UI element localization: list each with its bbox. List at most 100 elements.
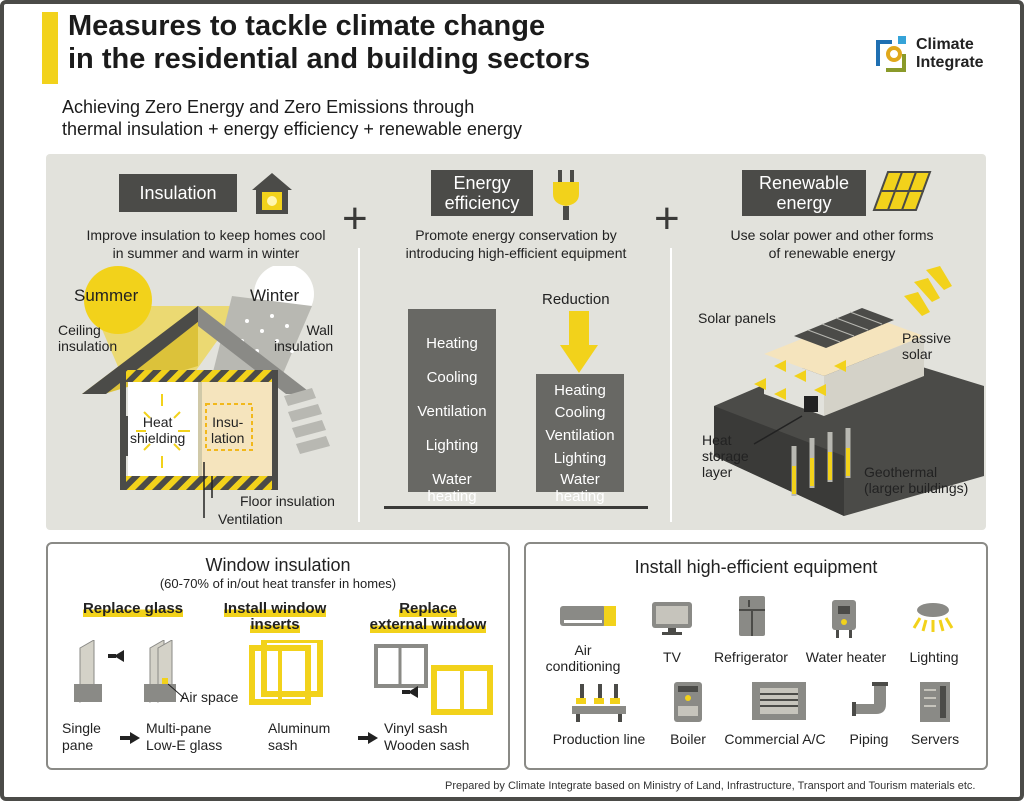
logo-text-line-1: Climate [916, 36, 974, 53]
insulation-description: Improve insulation to keep homes cool in… [56, 226, 356, 262]
ceiling-line-1: Ceiling [58, 322, 101, 338]
commercial-ac-icon [752, 682, 806, 720]
title-accent-bar [42, 12, 58, 84]
title-line-2: in the residential and building sectors [68, 43, 591, 75]
replace-glass-heading: Replace glass [66, 600, 200, 617]
reduction-arrow-icon [560, 311, 598, 373]
before-heating: Heating [426, 335, 478, 352]
servers-icon [920, 682, 950, 722]
heat-shielding-line-2: shielding [130, 430, 186, 446]
reduction-label: Reduction [542, 291, 610, 308]
after-energy-bar: Heating Cooling Ventilation Lighting Wat… [536, 374, 624, 505]
geothermal-line-1: Geothermal [864, 464, 938, 480]
external-line-2: external window [369, 616, 487, 633]
replace-glass-text: Replace glass [82, 600, 184, 617]
boiler-icon [674, 682, 702, 722]
after-ventilation: Ventilation [545, 427, 615, 444]
efficiency-desc-line-1: Promote energy conservation by [415, 227, 617, 243]
ceiling-line-2: insulation [58, 338, 118, 354]
arrow-icon-2 [358, 732, 378, 744]
alu-line-2: sash [268, 737, 298, 753]
air-line-1: Air [574, 642, 592, 658]
production-line-label: Production line [552, 731, 646, 747]
renewable-desc-line-2: of renewable energy [768, 245, 896, 261]
insulation-label-text: Insulation [139, 183, 217, 203]
heat-shielding-label: Heat shielding [130, 414, 185, 446]
equipment-box [524, 542, 988, 770]
geothermal-line-2: (larger buildings) [864, 480, 969, 496]
renewable-description: Use solar power and other forms of renew… [680, 226, 984, 262]
solar-panels-label: Solar panels [698, 310, 776, 326]
before-lighting: Lighting [425, 437, 479, 454]
summer-label: Summer [74, 286, 139, 305]
energy-efficiency-line-2: efficiency [444, 193, 520, 213]
solar-panel-icon [872, 171, 932, 211]
house-icon [252, 173, 292, 214]
multi-pane-label: Multi-pane Low-E glass [146, 720, 222, 754]
vinyl-sash-label: Vinyl sash Wooden sash [384, 720, 469, 754]
after-water-heating: Water heating [555, 471, 605, 505]
renewable-desc-line-1: Use solar power and other forms [730, 227, 934, 243]
passive-solar-label: Passive solar [902, 330, 951, 362]
equipment-title: Install high-efficient equipment [634, 557, 878, 577]
boiler-label: Boiler [670, 731, 706, 747]
baseline [384, 506, 648, 509]
air-conditioning-label: Air conditioning [538, 642, 628, 674]
insulation-label: Insulation [119, 174, 237, 212]
lighting-label: Lighting [909, 649, 959, 665]
water-heater-label: Water heater [805, 649, 887, 665]
vinyl-line-1: Vinyl sash [384, 720, 448, 736]
install-inserts-heading: Install window inserts [212, 600, 338, 633]
wall-line-2: insulation [274, 338, 334, 354]
wall-line-1: Wall [306, 322, 334, 338]
before-cooling: Cooling [426, 369, 478, 386]
ceiling-insulation-label: Ceiling insulation [58, 322, 117, 354]
renewable-energy-label: Renewable energy [742, 170, 866, 216]
logo-icon [876, 36, 906, 72]
window-illustrations [74, 640, 493, 715]
climate-integrate-logo: Climate Integrate [872, 32, 1012, 80]
ventilation-label: Ventilation [218, 511, 283, 527]
source-credit: Prepared by Climate Integrate based on M… [445, 780, 976, 792]
tv-icon [652, 602, 692, 635]
before-ventilation: Ventilation [417, 403, 487, 420]
panel-divider-2 [670, 248, 672, 522]
vinyl-line-2: Wooden sash [384, 737, 470, 753]
insu-line-1: Insu- [212, 414, 244, 430]
subtitle-line-2: thermal insulation + energy efficiency +… [62, 119, 522, 139]
efficiency-desc-line-2: introducing high-efficient equipment [405, 245, 627, 261]
piping-label: Piping [849, 731, 889, 747]
before-energy-bar: Heating Cooling Ventilation Lighting Wat… [408, 309, 496, 505]
insu-line-2: lation [211, 430, 245, 446]
after-heating: Heating [554, 382, 606, 399]
air-line-2: conditioning [545, 658, 621, 674]
before-water-heating: Water heating [427, 471, 477, 505]
heat-storage-line-1: Heat [702, 432, 732, 448]
winter-label: Winter [250, 286, 300, 305]
plus-icon-1: + [342, 194, 368, 243]
ceiling-light-icon [912, 603, 954, 632]
replace-external-heading: Replace external window [358, 600, 498, 633]
window-insulation-title: Window insulation [205, 555, 351, 575]
arrow-icon-1 [120, 732, 140, 744]
subtitle-line-1: Achieving Zero Energy and Zero Emissions… [62, 97, 475, 117]
water-heater-icon [832, 600, 856, 638]
inserts-line-1: Install window [223, 600, 327, 617]
renewable-line-1: Renewable [758, 173, 850, 193]
geothermal-label: Geothermal (larger buildings) [864, 464, 968, 496]
passive-line-1: Passive [902, 330, 952, 346]
single-line-2: pane [62, 737, 94, 753]
energy-efficiency-label: Energy efficiency [431, 170, 533, 216]
refrigerator-icon [739, 596, 765, 636]
heat-storage-line-3: layer [702, 464, 733, 480]
air-space-label: Air space [180, 689, 239, 705]
refrigerator-label: Refrigerator [714, 649, 788, 665]
energy-efficiency-line-1: Energy [453, 173, 511, 193]
efficiency-description: Promote energy conservation by introduci… [368, 226, 664, 262]
renewable-building-illustration [714, 266, 984, 516]
inserts-line-2: inserts [250, 616, 300, 633]
renewable-line-2: energy [776, 193, 832, 213]
servers-label: Servers [910, 731, 960, 747]
after-cooling: Cooling [554, 404, 606, 421]
